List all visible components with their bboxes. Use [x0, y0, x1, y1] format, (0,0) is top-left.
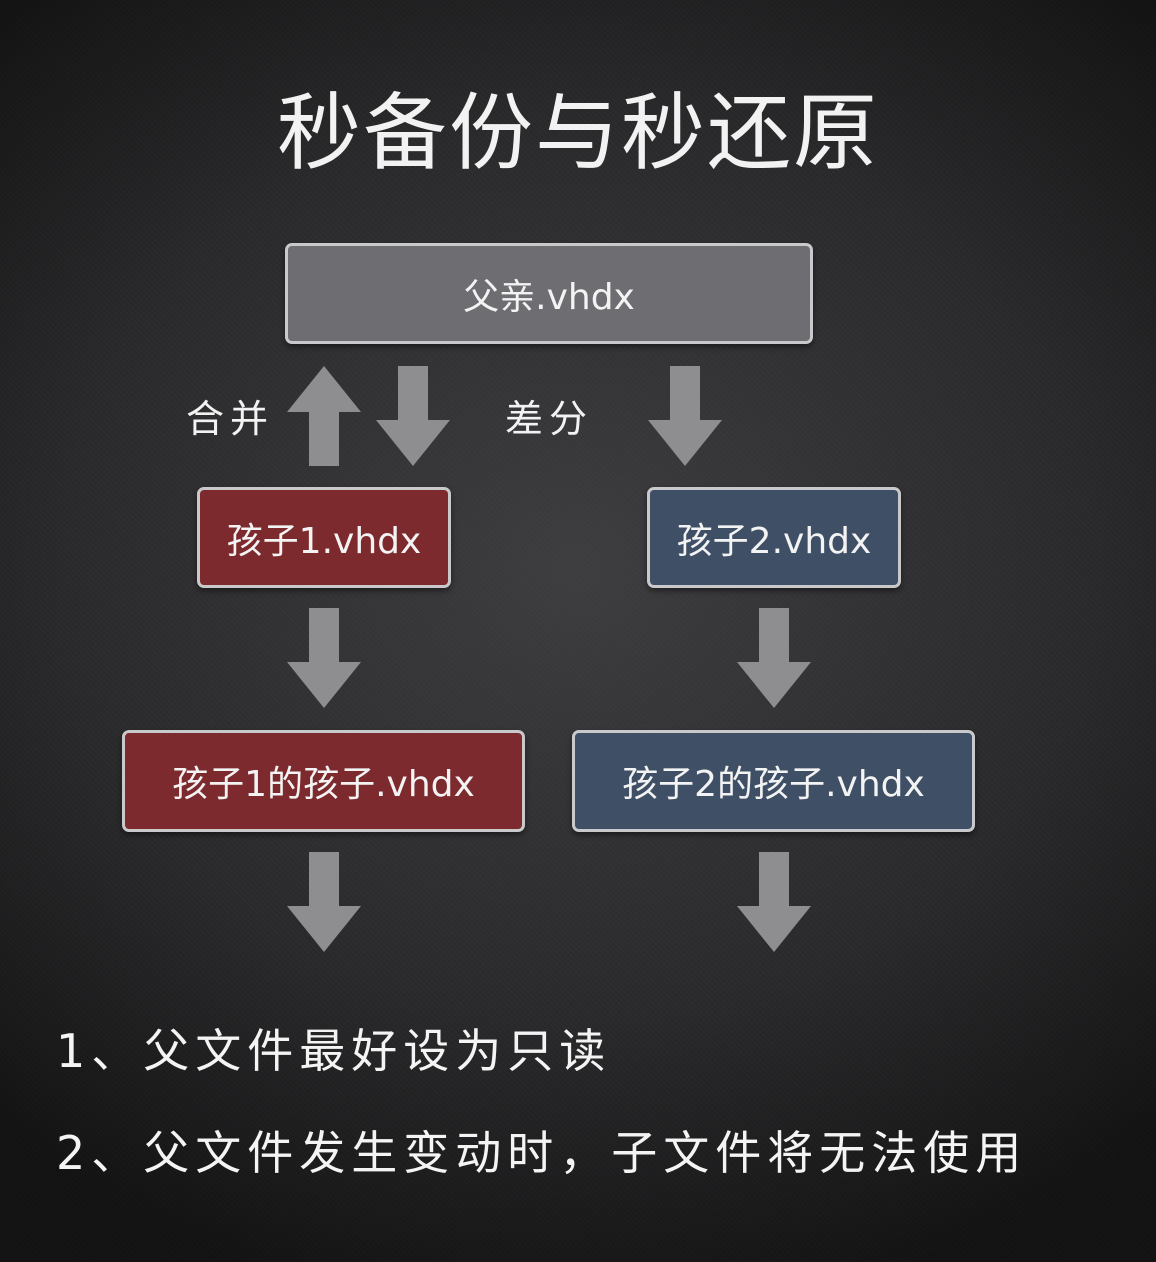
child1-vhdx-node: 孩子1.vhdx — [197, 487, 451, 588]
parent-to-child2-arrow — [648, 366, 722, 466]
parent-vhdx-label: 父亲.vhdx — [463, 276, 635, 318]
grandchild2-continue-arrow — [737, 852, 811, 952]
grandchild2-vhdx-node: 孩子2的孩子.vhdx — [572, 730, 975, 832]
merge-label: 合并 — [186, 397, 275, 441]
merge-up-arrow — [287, 366, 361, 466]
diff-label: 差分 — [505, 397, 594, 441]
child2-vhdx-label: 孩子2.vhdx — [676, 520, 872, 562]
child1-to-grandchild1-arrow — [287, 608, 361, 708]
grandchild1-vhdx-label: 孩子1的孩子.vhdx — [172, 764, 475, 805]
grandchild2-vhdx-label: 孩子2的孩子.vhdx — [622, 764, 925, 805]
child1-vhdx-label: 孩子1.vhdx — [226, 520, 422, 562]
grandchild1-vhdx-node: 孩子1的孩子.vhdx — [122, 730, 525, 832]
slide-title: 秒备份与秒还原 — [276, 84, 879, 182]
note-1: 1、父文件最好设为只读 — [56, 1024, 612, 1078]
child2-vhdx-node: 孩子2.vhdx — [647, 487, 901, 588]
grandchild1-continue-arrow — [287, 852, 361, 952]
child2-to-grandchild2-arrow — [737, 608, 811, 708]
parent-to-child1-arrow — [376, 366, 450, 466]
parent-vhdx-node: 父亲.vhdx — [285, 243, 813, 344]
note-2: 2、父文件发生变动时，子文件将无法使用 — [56, 1126, 1028, 1180]
